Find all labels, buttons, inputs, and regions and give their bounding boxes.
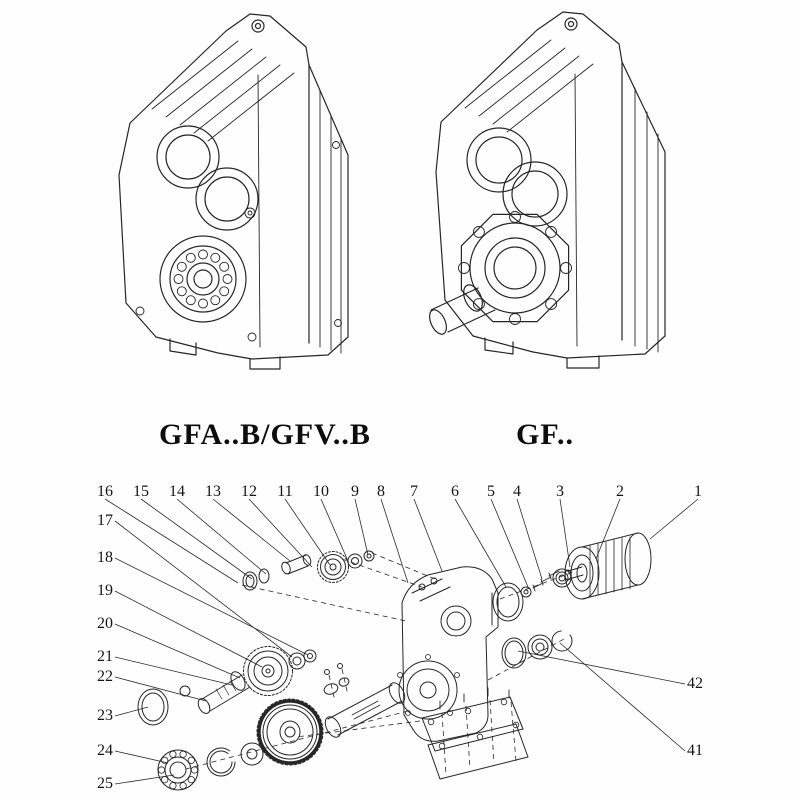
output-rings-bearings [501, 630, 573, 669]
input-pinion-assembly [242, 550, 375, 591]
gearbox-gf-svg [429, 11, 666, 369]
gearbox-gfab-svg [118, 13, 349, 370]
gearbox-gf-lineart [429, 11, 666, 369]
gearbox-drawing-gf [415, 0, 715, 390]
mounting-plates [421, 687, 529, 780]
gearbox-gfab-lineart [118, 13, 349, 370]
exploded-view-drawing [90, 475, 730, 800]
gearbox-drawing-gfab [100, 5, 370, 400]
exploded-view-svg [104, 498, 699, 791]
gear-housing [397, 566, 499, 742]
exploded-parts [137, 532, 652, 791]
model-label-left: GFA..B/GFV..B [159, 418, 371, 451]
callout-leader-lines [104, 498, 699, 785]
output-gear-assembly [157, 663, 406, 791]
intermediate-gear-assembly [137, 646, 317, 726]
model-label-right: GF.. [516, 418, 574, 451]
motor-unit [564, 532, 652, 600]
seal-and-fasteners [492, 568, 572, 622]
